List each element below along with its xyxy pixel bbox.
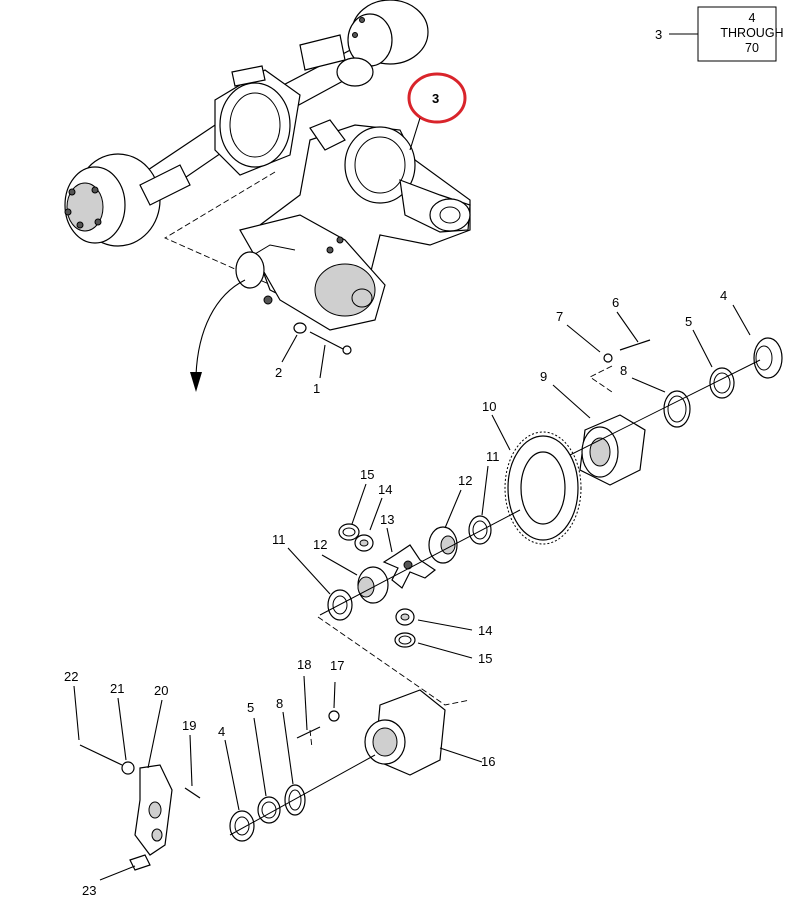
bolt-22-icon	[79, 744, 123, 766]
callout-18: 18	[297, 657, 311, 672]
callout-11b: 11	[272, 532, 286, 547]
case-half-16-icon	[364, 689, 446, 776]
callout-9: 9	[540, 369, 547, 384]
pin-19-icon	[184, 787, 201, 799]
bearing-cup-4-icon	[753, 337, 783, 379]
callout-8b: 8	[276, 696, 283, 711]
washer-11a-icon	[468, 515, 492, 545]
callout-4b: 4	[218, 724, 225, 739]
washer-7-icon	[603, 353, 613, 363]
highlight-circle	[407, 72, 467, 124]
ref-line-3: 70	[745, 41, 759, 55]
ref-line-2: THROUGH	[720, 26, 783, 40]
callout-5a: 5	[685, 314, 692, 329]
callout-15b: 15	[478, 651, 492, 666]
ref-callout: 3	[655, 27, 662, 42]
callout-1: 1	[313, 381, 320, 396]
callout-12a: 12	[458, 473, 472, 488]
callout-20: 20	[154, 683, 168, 698]
callout-5b: 5	[247, 700, 254, 715]
callout-23: 23	[82, 883, 96, 898]
lock-plate-20-icon	[134, 764, 173, 856]
callout-14b: 14	[478, 623, 492, 638]
washer-2-icon	[293, 322, 307, 334]
pinion-14a-icon	[354, 534, 374, 552]
case-link-dash	[317, 616, 471, 706]
callout-14a: 14	[378, 482, 392, 497]
bolt-1-icon	[309, 331, 346, 351]
reference-box: 3 4 THROUGH 70	[655, 6, 784, 62]
callout-21: 21	[110, 681, 124, 696]
callout-13: 13	[380, 512, 394, 527]
differential-carrier-icon	[235, 119, 471, 331]
bearing-cup-4b-icon	[229, 810, 255, 842]
leader-lines	[73, 304, 751, 881]
callout-3-leader	[409, 117, 421, 151]
callout-8a: 8	[620, 363, 627, 378]
washer-15b-icon	[394, 632, 416, 648]
pinion-14b-icon	[395, 608, 415, 626]
axle-assembly-icon	[64, 0, 429, 247]
callout-15a: 15	[360, 467, 374, 482]
ref-line-1: 4	[749, 11, 756, 25]
callout-labels: 2 1 4 5 6 7 8 9 10 11 12 15 14 13 11 12 …	[64, 288, 727, 898]
callout-2: 2	[275, 365, 282, 380]
case-half-9-icon	[579, 414, 646, 486]
bolt-6-icon	[619, 339, 651, 351]
callout-11a: 11	[486, 449, 500, 464]
callout-17: 17	[330, 658, 344, 673]
ring-5b-icon	[257, 796, 281, 824]
callout-12b: 12	[313, 537, 327, 552]
callout-16: 16	[481, 754, 495, 769]
washer-17-icon	[328, 710, 340, 722]
callout-10: 10	[482, 399, 496, 414]
circled-callout: 3	[432, 91, 439, 106]
direction-arrow	[195, 279, 246, 376]
callout-7: 7	[556, 309, 563, 324]
washer-21-icon	[121, 761, 135, 775]
callout-6: 6	[612, 295, 619, 310]
bolt-18-icon	[296, 726, 321, 739]
cotter-23-icon	[129, 854, 151, 871]
washer-15a-icon	[338, 523, 360, 541]
callout-4a: 4	[720, 288, 727, 303]
bolt-link-dash	[309, 729, 313, 749]
link-6-7-dash	[589, 365, 613, 393]
arrow-head	[190, 372, 202, 392]
side-gear-12b-icon	[357, 566, 389, 604]
callout-22: 22	[64, 669, 78, 684]
callout-19: 19	[182, 718, 196, 733]
bearing-8b-icon	[284, 784, 306, 816]
spider-13-icon	[382, 544, 437, 589]
ring-gear-10-icon	[504, 431, 582, 545]
